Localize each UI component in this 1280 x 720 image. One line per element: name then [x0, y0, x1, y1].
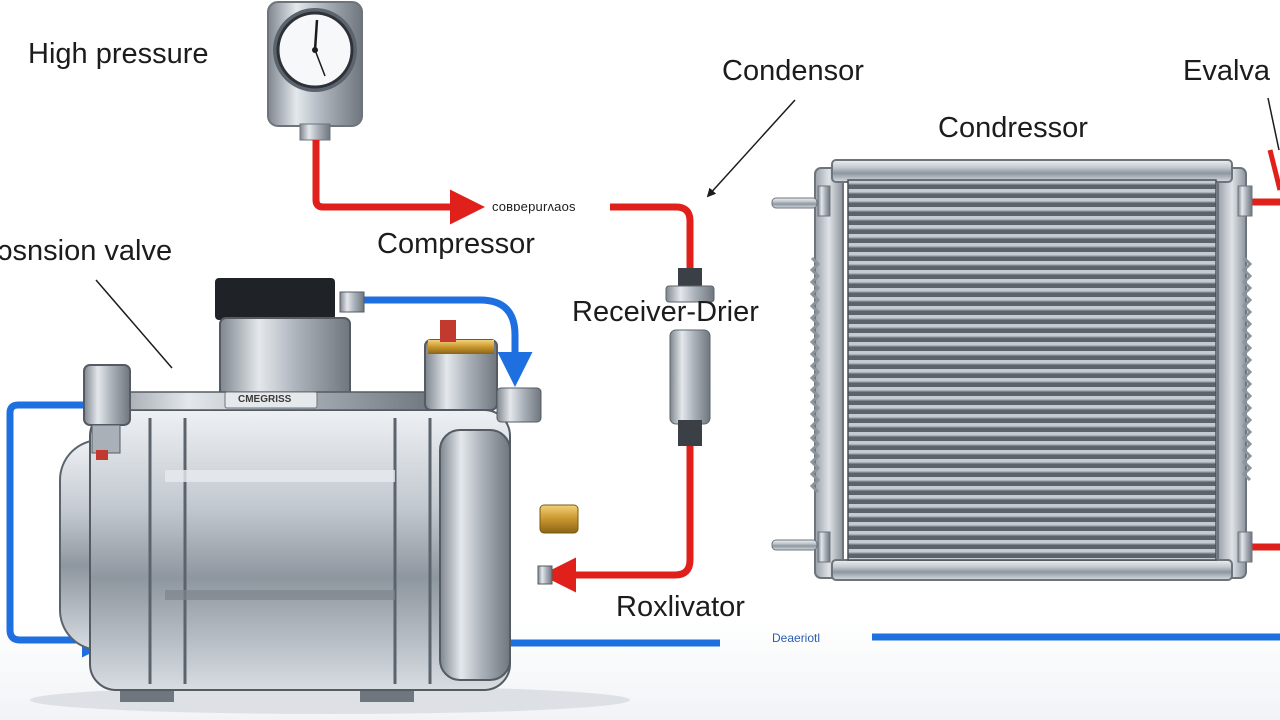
- condenser-radiator: [771, 159, 1253, 581]
- gauge-to-compressor-line: [312, 140, 485, 225]
- label-compressor: Compressor: [377, 228, 535, 260]
- label-deaeriotl: Deaeriotl: [772, 631, 821, 645]
- drier-outlet-line: [541, 445, 694, 593]
- label-expansion-valve: ɔsnsion valve: [0, 235, 173, 267]
- compressor-assembly: [59, 278, 579, 702]
- label-condensor: Condensor: [722, 55, 864, 87]
- label-roxlivator: Roxlivator: [616, 591, 745, 623]
- suction-top-line: [360, 296, 533, 387]
- radiator-red-right: [1267, 149, 1280, 191]
- condenser-feed-line: [610, 203, 694, 272]
- receiver-drier-canister: [665, 268, 715, 446]
- evalva-leader-line: [1267, 97, 1280, 151]
- suction-left-loop: [6, 401, 117, 658]
- label-evalva: Evalva: [1183, 55, 1271, 87]
- floor-shadow: [30, 686, 630, 714]
- condensor-leader-line: [706, 99, 796, 198]
- compressor-nameplate-text: CMEGRISS: [238, 394, 292, 405]
- pressure-gauge-icon: [267, 1, 363, 141]
- label-receiver-drier: Receiver-Drier: [572, 296, 759, 328]
- label-high-pressure: High pressure: [28, 38, 209, 70]
- label-cobdepurnaos: coʙɒepurʌaos: [492, 199, 576, 214]
- label-condressor: Condressor: [938, 112, 1088, 144]
- expansion-valve-leader-line: [95, 279, 173, 369]
